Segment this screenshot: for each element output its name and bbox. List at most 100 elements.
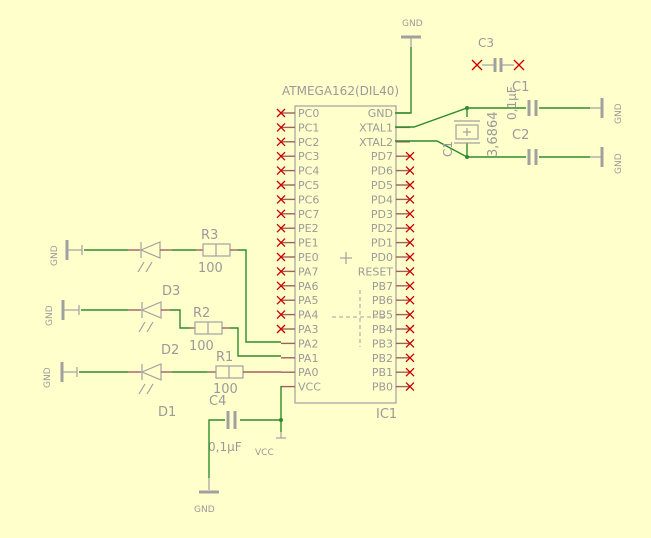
ic-pin-pa5[interactable]: PA5 xyxy=(276,294,318,307)
pin-label: PC0 xyxy=(298,107,319,120)
gnd-symbol-bottom: GND xyxy=(194,478,219,515)
resistor-r3[interactable]: R3 100 xyxy=(196,228,238,276)
ic-pin-pd1[interactable]: PD1 xyxy=(371,237,415,250)
led-d2[interactable]: D2 xyxy=(128,301,179,358)
nc-marker xyxy=(405,338,415,348)
ic-atmega162[interactable]: ATMEGA162(DIL40) IC1 PC0PC1PC2PC3PC4PC5P… xyxy=(276,84,415,422)
ic-pin-xtal2[interactable]: XTAL2 xyxy=(359,136,410,149)
ic-pin-pa0[interactable]: PA0 xyxy=(281,366,318,379)
ic-pin-pb2[interactable]: PB2 xyxy=(372,352,415,365)
pin-label: PA5 xyxy=(298,294,318,307)
crystal-q1[interactable]: 3,6864 0,1μF C1 xyxy=(441,86,519,157)
pin-label: PA3 xyxy=(298,323,318,336)
wire-xtal1 xyxy=(395,107,468,128)
top-gnd-symbol: GND xyxy=(401,19,423,47)
ic-pin-pb1[interactable]: PB1 xyxy=(372,366,415,379)
nc-marker xyxy=(276,137,286,147)
resistor-r2[interactable]: R2 100 xyxy=(189,306,230,354)
c2-label: C2 xyxy=(512,128,529,143)
pin-label: PC3 xyxy=(298,150,319,163)
nc-marker xyxy=(276,151,286,161)
ic-pin-pc1[interactable]: PC1 xyxy=(276,121,319,134)
ic-pin-pb4[interactable]: PB4 xyxy=(372,323,415,336)
pin-label: PA2 xyxy=(298,337,318,350)
ic-pin-pc4[interactable]: PC4 xyxy=(276,165,319,178)
ic-pin-pb6[interactable]: PB6 xyxy=(372,294,415,307)
nc-marker xyxy=(276,295,286,305)
ic-pin-pa3[interactable]: PA3 xyxy=(276,323,318,336)
ic-pin-pb5[interactable]: PB5 xyxy=(372,309,415,322)
c4-label: C4 xyxy=(209,394,226,409)
ic-pin-pe1[interactable]: PE1 xyxy=(276,237,319,250)
ic-pin-pa4[interactable]: PA4 xyxy=(276,309,318,322)
led-d1[interactable]: D1 xyxy=(128,363,176,420)
resistor-r1[interactable]: R1 100 xyxy=(207,350,281,397)
capacitor-c3[interactable]: C3 xyxy=(471,36,525,72)
c3-label: C3 xyxy=(478,36,494,50)
svg-text:GND: GND xyxy=(45,305,55,326)
ic-pin-pc3[interactable]: PC3 xyxy=(276,150,319,163)
ic-pin-pa6[interactable]: PA6 xyxy=(276,280,318,293)
ic-pin-pa7[interactable]: PA7 xyxy=(276,265,318,278)
ic-pin-pe2[interactable]: PE2 xyxy=(276,222,319,235)
vcc-symbol: VCC xyxy=(255,432,286,458)
nc-marker xyxy=(276,166,286,176)
pin-label: PB6 xyxy=(372,294,393,307)
ic-pin-pd2[interactable]: PD2 xyxy=(371,222,415,235)
led-d3[interactable]: D3 xyxy=(128,241,180,299)
gnd-label-c2: GND xyxy=(614,153,624,174)
pin-label: PB0 xyxy=(372,381,393,394)
nc-marker xyxy=(276,194,286,204)
crystal-value: 3,6864 xyxy=(486,112,501,158)
ic-pin-pb0[interactable]: PB0 xyxy=(372,381,415,394)
capacitor-c1[interactable]: C1 xyxy=(512,80,538,116)
ic-pin-xtal1[interactable]: XTAL1 xyxy=(359,121,410,134)
ic-pin-reset[interactable]: RESET xyxy=(358,265,415,278)
ic-pin-pc5[interactable]: PC5 xyxy=(276,179,319,192)
nc-marker xyxy=(405,180,415,190)
ic-pin-pd5[interactable]: PD5 xyxy=(371,179,415,192)
d1-label: D1 xyxy=(158,405,176,420)
d3-label: D3 xyxy=(162,284,180,299)
nc-marker xyxy=(405,223,415,233)
capacitor-c2[interactable]: C2 xyxy=(512,128,538,165)
wire-c4-gnd xyxy=(208,419,225,478)
gnd-symbol-c2: GND xyxy=(590,147,624,174)
wire-xtal2 xyxy=(395,140,468,159)
vcc-label: VCC xyxy=(255,448,274,458)
pin-label: PB1 xyxy=(372,366,393,379)
ic-pin-pc7[interactable]: PC7 xyxy=(276,208,319,221)
pin-label: VCC xyxy=(298,381,321,394)
ic-pin-pd6[interactable]: PD6 xyxy=(371,165,415,178)
ic-pin-pc6[interactable]: PC6 xyxy=(276,193,319,206)
nc-marker xyxy=(405,310,415,320)
nc-marker xyxy=(405,324,415,334)
nc-marker xyxy=(405,266,415,276)
ic-pin-pd0[interactable]: PD0 xyxy=(371,251,415,264)
ic-pin-pd7[interactable]: PD7 xyxy=(371,150,415,163)
pin-label: PD0 xyxy=(371,251,393,264)
ic-pin-pa2[interactable]: PA2 xyxy=(281,337,318,350)
ic-pin-pe0[interactable]: PE0 xyxy=(276,251,319,264)
ic-pin-pb7[interactable]: PB7 xyxy=(372,280,415,293)
svg-text:GND: GND xyxy=(50,245,60,266)
gnd-symbol-d2: GND xyxy=(45,300,80,326)
ic-pin-vcc[interactable]: VCC xyxy=(281,381,321,394)
nc-marker xyxy=(276,238,286,248)
ic-pin-pb3[interactable]: PB3 xyxy=(372,337,415,350)
nc-marker xyxy=(405,166,415,176)
ic-pin-pa1[interactable]: PA1 xyxy=(281,352,318,365)
pin-label: PC1 xyxy=(298,121,319,134)
ic-pin-pc0[interactable]: PC0 xyxy=(276,107,319,120)
nc-marker xyxy=(276,108,286,118)
pin-label: PB3 xyxy=(372,337,393,350)
capacitor-c4[interactable]: C4 0,1μF xyxy=(208,394,242,454)
r2-value: 100 xyxy=(189,339,214,354)
pin-label: PD6 xyxy=(371,165,393,178)
c1-label: C1 xyxy=(441,141,455,157)
ic-pin-pd3[interactable]: PD3 xyxy=(371,208,415,221)
ic-pin-pd4[interactable]: PD4 xyxy=(371,193,415,206)
ic-pin-pc2[interactable]: PC2 xyxy=(276,136,319,149)
pin-label: XTAL1 xyxy=(359,121,393,134)
